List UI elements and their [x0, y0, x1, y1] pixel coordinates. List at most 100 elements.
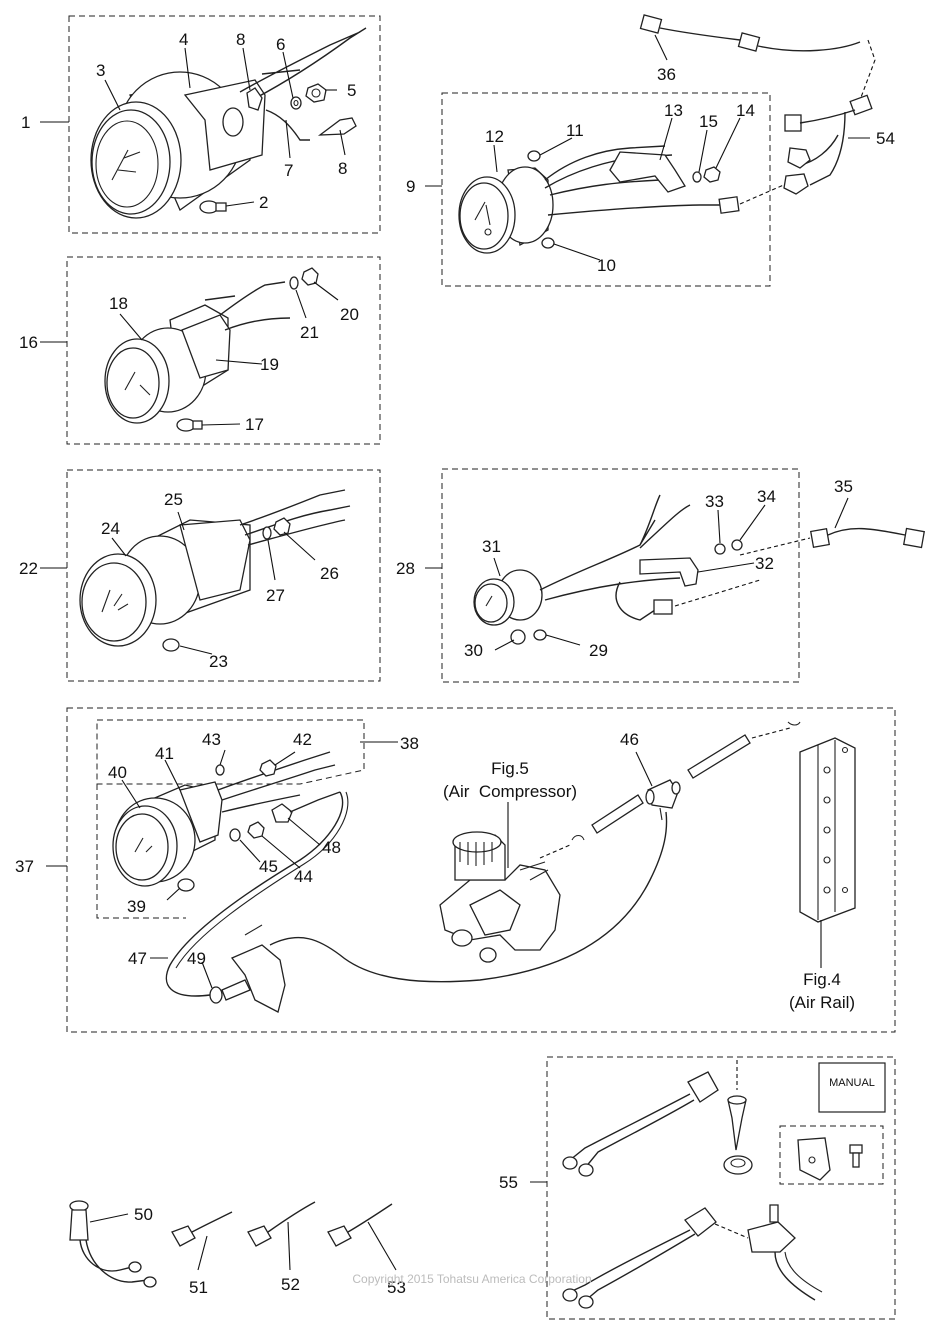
gauge-31: [473, 569, 543, 626]
label-16: 16: [19, 333, 38, 352]
gauge-31-wires: [539, 494, 691, 621]
air-rail: [799, 737, 856, 923]
washer-43: [215, 764, 225, 776]
harness-52: [247, 1201, 316, 1247]
dash-to-rail: [751, 727, 791, 739]
manual-label: MANUAL: [829, 1077, 875, 1089]
harness-35: [809, 527, 926, 549]
gauge-40: [112, 781, 223, 887]
hose-47-inner: [175, 791, 349, 969]
label-22: 22: [19, 559, 38, 578]
label-33: 33: [705, 492, 724, 511]
label-19: 19: [260, 355, 279, 374]
fitting-49: [209, 979, 251, 1004]
fig5-caption-1: Fig.5: [491, 759, 529, 778]
group-box-28: [441, 468, 800, 683]
label-20: 20: [340, 305, 359, 324]
label-36: 36: [657, 65, 676, 84]
label-35: 35: [834, 477, 853, 496]
switch-50: [69, 1200, 157, 1288]
label-42: 42: [293, 730, 312, 749]
label-34: 34: [757, 487, 776, 506]
label-45: 45: [259, 857, 278, 876]
nut-20: [301, 267, 319, 286]
hose-46-down: [659, 807, 663, 821]
group-box-22: [66, 469, 381, 682]
connector-28: [653, 599, 673, 615]
hose-compressor-link: [269, 811, 668, 983]
label-49: 49: [187, 949, 206, 968]
washer-45: [229, 828, 241, 842]
fig5-caption-2: (Air Compressor): [443, 782, 577, 801]
label-2: 2: [259, 193, 268, 212]
nut-34: [731, 539, 743, 551]
label-5: 5: [347, 81, 356, 100]
tee-46: [645, 779, 681, 809]
nut-44: [247, 821, 265, 839]
label-3: 3: [96, 61, 105, 80]
clamp-right: [787, 721, 801, 726]
washer-33: [714, 543, 726, 555]
label-55: 55: [499, 1173, 518, 1192]
bulb-23: [162, 638, 180, 652]
label-17: 17: [245, 415, 264, 434]
label-50: 50: [134, 1205, 153, 1224]
nut-42: [259, 759, 277, 777]
fitting-48: [271, 791, 341, 823]
bulb-29: [533, 629, 547, 641]
nut-26: [273, 517, 291, 536]
label-51: 51: [189, 1278, 208, 1297]
label-31: 31: [482, 537, 501, 556]
hose-47: [165, 791, 344, 997]
bulb-39: [177, 878, 195, 892]
harness-54: [783, 94, 873, 195]
label-27: 27: [266, 586, 285, 605]
gauge-24: [79, 519, 251, 647]
nut-14: [703, 166, 721, 183]
label-7: 7: [284, 161, 293, 180]
bracket-subbox: [779, 1125, 884, 1185]
label-18: 18: [109, 294, 128, 313]
manual-box: [818, 1062, 886, 1113]
label-53: 53: [387, 1278, 406, 1297]
grommet-55: [723, 1155, 753, 1175]
label-46: 46: [620, 730, 639, 749]
label-29: 29: [589, 641, 608, 660]
label-47: 47: [128, 949, 147, 968]
label-41: 41: [155, 744, 174, 763]
label-24: 24: [101, 519, 120, 538]
label-12: 12: [485, 127, 504, 146]
label-54: 54: [876, 129, 895, 148]
group-box-38: [96, 719, 365, 919]
terminal-8a: [246, 87, 263, 111]
label-6: 6: [276, 35, 285, 54]
bracket-55: [797, 1137, 831, 1181]
leader-lines: [40, 34, 870, 1271]
label-43: 43: [202, 730, 221, 749]
gauge-3-wires: [239, 27, 367, 101]
hose-segments: [591, 734, 751, 834]
label-40: 40: [108, 763, 127, 782]
washer-21: [289, 276, 299, 290]
fig4-caption-1: Fig.4: [803, 970, 841, 989]
label-13: 13: [664, 101, 683, 120]
label-52: 52: [281, 1275, 300, 1294]
cap-30: [510, 629, 526, 645]
label-14: 14: [736, 101, 755, 120]
harness-55a: [562, 1071, 719, 1177]
terminal-8b: [317, 117, 357, 136]
label-8b: 8: [338, 159, 347, 178]
label-44: 44: [294, 867, 313, 886]
label-1: 1: [21, 113, 30, 132]
copyright-watermark: Copyright 2015 Tohatsu America Corporati…: [352, 1272, 591, 1286]
label-39: 39: [127, 897, 146, 916]
washer-27: [262, 526, 272, 540]
gauge-12-wires: [544, 145, 720, 216]
harness-51: [171, 1211, 233, 1247]
bulb-17: [176, 418, 203, 432]
group-box-37: [66, 707, 896, 1033]
harness-53: [327, 1203, 393, 1247]
lead-55-dashed: [714, 1060, 749, 1239]
label-28: 28: [396, 559, 415, 578]
